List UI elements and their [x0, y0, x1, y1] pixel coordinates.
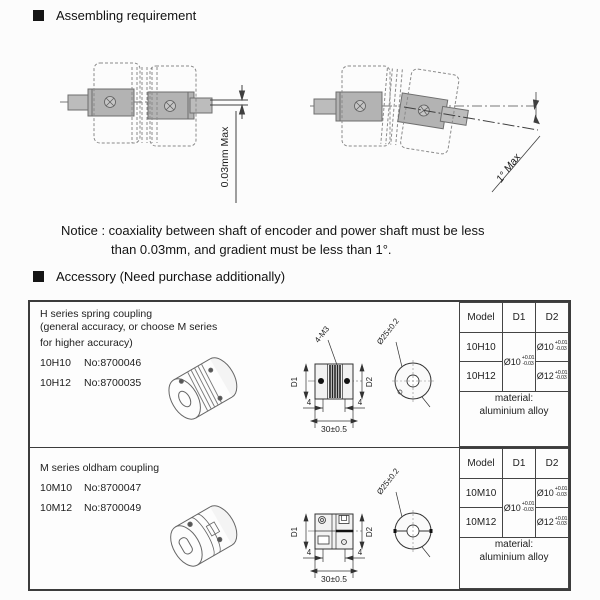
section-title: Assembling requirement [56, 8, 197, 23]
total-width-dim: 30±0.5 [321, 574, 347, 584]
coaxiality-max-label: 0.03mm Max [219, 126, 231, 187]
notice-text: Notice : coaxiality between shaft of enc… [61, 221, 484, 259]
d2-value-cell: Ø10+0.01-0.03 [535, 332, 569, 362]
material-cell: material: aluminium alloy [459, 391, 569, 447]
assembling-section-heading: Assembling requirement [33, 8, 196, 23]
coupling-subtitle: (general accuracy, or choose M series [40, 321, 218, 333]
gradient-max-label: 1° Max [494, 151, 524, 185]
coupling-subtitle: for higher accuracy) [40, 337, 133, 349]
col-header-d2: D2 [535, 448, 569, 479]
d2-value-cell: Ø10+0.01-0.03 [535, 478, 569, 508]
notice-line-1: Notice : coaxiality between shaft of enc… [61, 223, 485, 238]
oldham-coupling-pictorial [170, 505, 238, 567]
angle-dimension [403, 92, 541, 193]
h-series-spec-table: Model D1 D2 10H10 Ø10+0.01-0.03 Ø10+0.01… [459, 302, 569, 447]
square-bullet-icon [33, 10, 44, 21]
notice-line-2: than 0.03mm, and gradient must be less t… [111, 242, 392, 257]
accessory-section-heading: Accessory (Need purchase additionally) [33, 269, 285, 284]
side-dim-left: 4 [307, 398, 312, 407]
col-header-model: Model [459, 302, 503, 333]
spring-coupling-drawing: 4-M3 D1 D2 [290, 316, 434, 434]
spring-coupling-pictorial [168, 357, 238, 420]
accessory-row-h-series: H series spring coupling (general accura… [30, 302, 569, 448]
d2-value-cell: Ø12+0.01-0.03 [535, 507, 569, 538]
model-cell: 10M12 [459, 507, 503, 538]
model-cell: 10H12 [459, 361, 503, 392]
col-header-d1: D1 [502, 302, 536, 333]
section-title: Accessory (Need purchase additionally) [56, 269, 286, 284]
model-cell: 10M10 [459, 478, 503, 508]
model-cell: 10H10 [459, 332, 503, 362]
d1-value-cell: Ø10+0.01-0.03 [502, 478, 536, 538]
total-width-dim: 30±0.5 [321, 424, 347, 434]
coaxiality-assembly-diagram: 0.03mm Max [60, 62, 248, 203]
side-dim-left: 4 [307, 548, 312, 557]
m-series-spec-table: Model D1 D2 10M10 Ø10+0.01-0.03 Ø10+0.01… [459, 448, 569, 589]
d1-dim-label: D1 [290, 376, 299, 387]
col-header-d2: D2 [535, 302, 569, 333]
outer-diameter-label: Ø25±0.2 [375, 466, 401, 496]
coupling-title: H series spring coupling [40, 308, 153, 320]
d1-value-cell: Ø10+0.01-0.03 [502, 332, 536, 392]
d2-dim-label: D2 [365, 376, 374, 387]
side-dim-right: 4 [358, 548, 363, 557]
col-header-model: Model [459, 448, 503, 479]
coupling-title: M series oldham coupling [40, 462, 160, 474]
outer-diameter-label: Ø25±0.2 [375, 316, 401, 346]
d1-dim-label: D1 [290, 526, 299, 537]
oldham-coupling-drawing: D1 D2 4 4 30±0.5 [290, 466, 433, 584]
gradient-assembly-diagram: 1° Max [310, 65, 541, 193]
d2-value-cell: Ø12+0.01-0.03 [535, 361, 569, 392]
d2-dim-label: D2 [365, 526, 374, 537]
material-cell: material: aluminium alloy [459, 537, 569, 589]
coupling-dashed-outline [93, 62, 197, 147]
side-dim-right: 4 [358, 398, 363, 407]
offset-dimension [210, 85, 248, 203]
col-header-d1: D1 [502, 448, 536, 479]
square-bullet-icon [33, 271, 44, 282]
set-screw-marks [104, 96, 176, 112]
h-series-description: H series spring coupling (general accura… [40, 308, 217, 390]
accessory-table: H series spring coupling (general accura… [28, 300, 571, 591]
